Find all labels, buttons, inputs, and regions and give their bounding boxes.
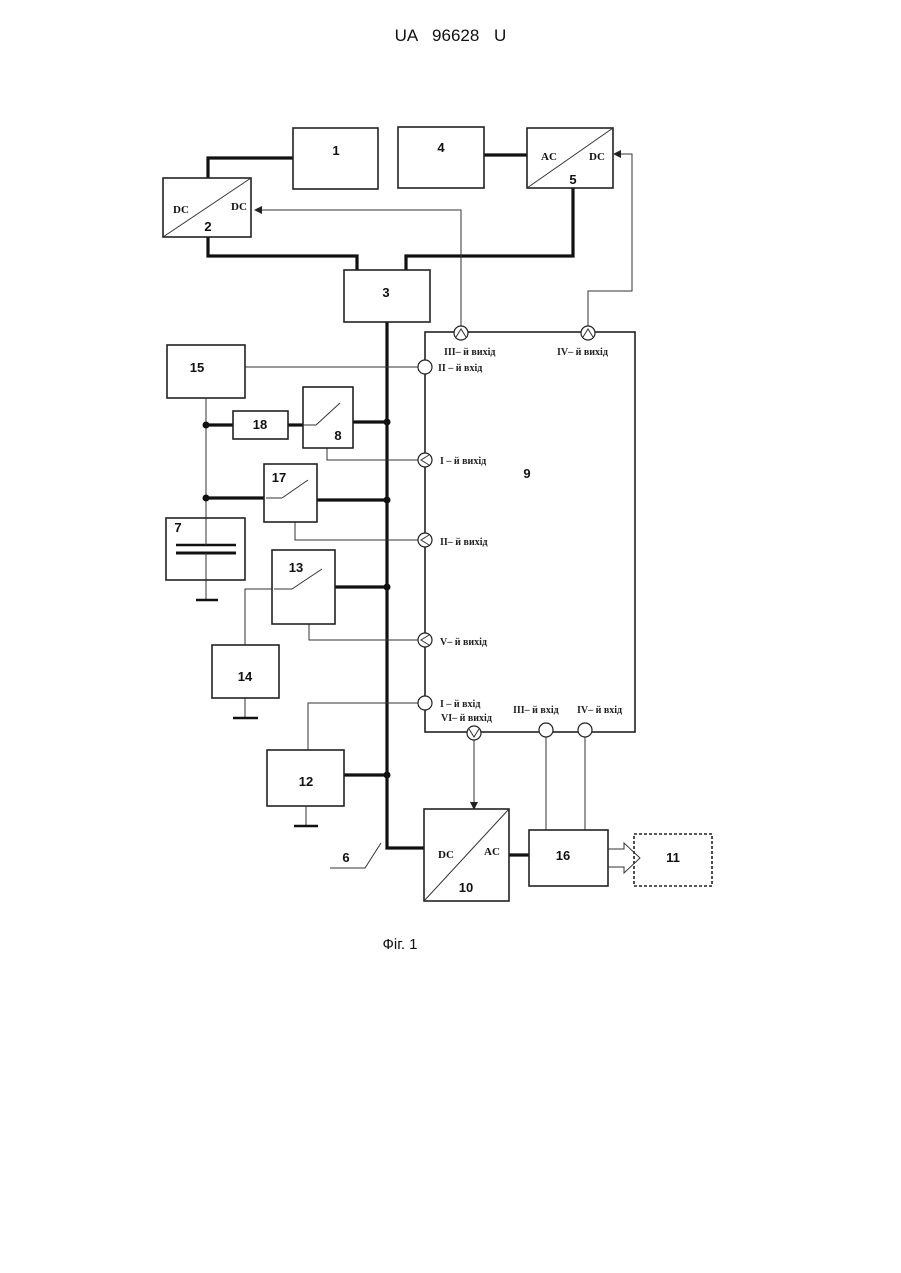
- svg-text:7: 7: [174, 520, 181, 535]
- svg-text:AC: AC: [484, 846, 500, 858]
- figure-caption: Фіг. 1: [360, 936, 440, 953]
- block-7-battery: 7: [166, 518, 245, 580]
- port-out5-label: V– й вихід: [440, 637, 487, 648]
- svg-text:8: 8: [334, 428, 341, 443]
- svg-text:DC: DC: [438, 849, 454, 861]
- svg-text:10: 10: [459, 880, 473, 895]
- port-out6-label: VI– й вихід: [441, 713, 492, 724]
- block-14: 14: [212, 645, 279, 698]
- block-1: 1: [293, 128, 378, 189]
- block-8-switch: 8: [303, 387, 353, 448]
- block-10-dc-ac-inverter: DC AC 10: [424, 809, 509, 901]
- svg-text:12: 12: [299, 774, 313, 789]
- svg-text:17: 17: [272, 470, 286, 485]
- port-in1-label: I – й вхід: [440, 699, 480, 710]
- svg-text:2: 2: [204, 219, 211, 234]
- svg-text:14: 14: [238, 669, 253, 684]
- block-15: 15: [167, 345, 245, 398]
- block-3: 3: [344, 270, 430, 322]
- port-in3-label: III– й вхід: [513, 705, 559, 716]
- svg-text:DC: DC: [173, 204, 189, 216]
- port-out4-label: IV– й вихід: [557, 347, 608, 358]
- block-4: 4: [398, 127, 484, 188]
- svg-text:15: 15: [190, 360, 204, 375]
- svg-text:DC: DC: [589, 151, 605, 163]
- svg-text:13: 13: [289, 560, 303, 575]
- block-11-load: 11: [634, 834, 712, 886]
- svg-text:5: 5: [569, 172, 576, 187]
- svg-text:4: 4: [437, 140, 445, 155]
- svg-text:DC: DC: [231, 201, 247, 213]
- port-in4-label: IV– й вхід: [577, 705, 622, 716]
- svg-text:11: 11: [666, 850, 680, 865]
- label-6: 6: [342, 850, 349, 865]
- block-2-dc-dc-converter: DC DC 2: [163, 178, 251, 237]
- port-out3-label: III– й вихід: [444, 347, 495, 358]
- block-16: 16: [529, 830, 608, 886]
- block-13-switch: 13: [272, 550, 335, 624]
- svg-text:3: 3: [382, 285, 389, 300]
- port-out2-label: II– й вихід: [440, 537, 488, 548]
- svg-text:1: 1: [332, 143, 339, 158]
- block-17-switch: 17: [264, 464, 317, 522]
- block-18: 18: [233, 411, 288, 439]
- block-12: 12: [267, 750, 344, 806]
- svg-text:16: 16: [556, 848, 570, 863]
- svg-text:9: 9: [523, 466, 530, 481]
- port-out1-label: I – й вихід: [440, 456, 486, 467]
- block-9-controller: 9: [425, 332, 635, 732]
- svg-text:18: 18: [253, 417, 267, 432]
- svg-text:AC: AC: [541, 151, 557, 163]
- port-in2-label: II – й вхід: [438, 363, 482, 374]
- block-5-ac-dc-converter: AC DC 5: [527, 128, 613, 188]
